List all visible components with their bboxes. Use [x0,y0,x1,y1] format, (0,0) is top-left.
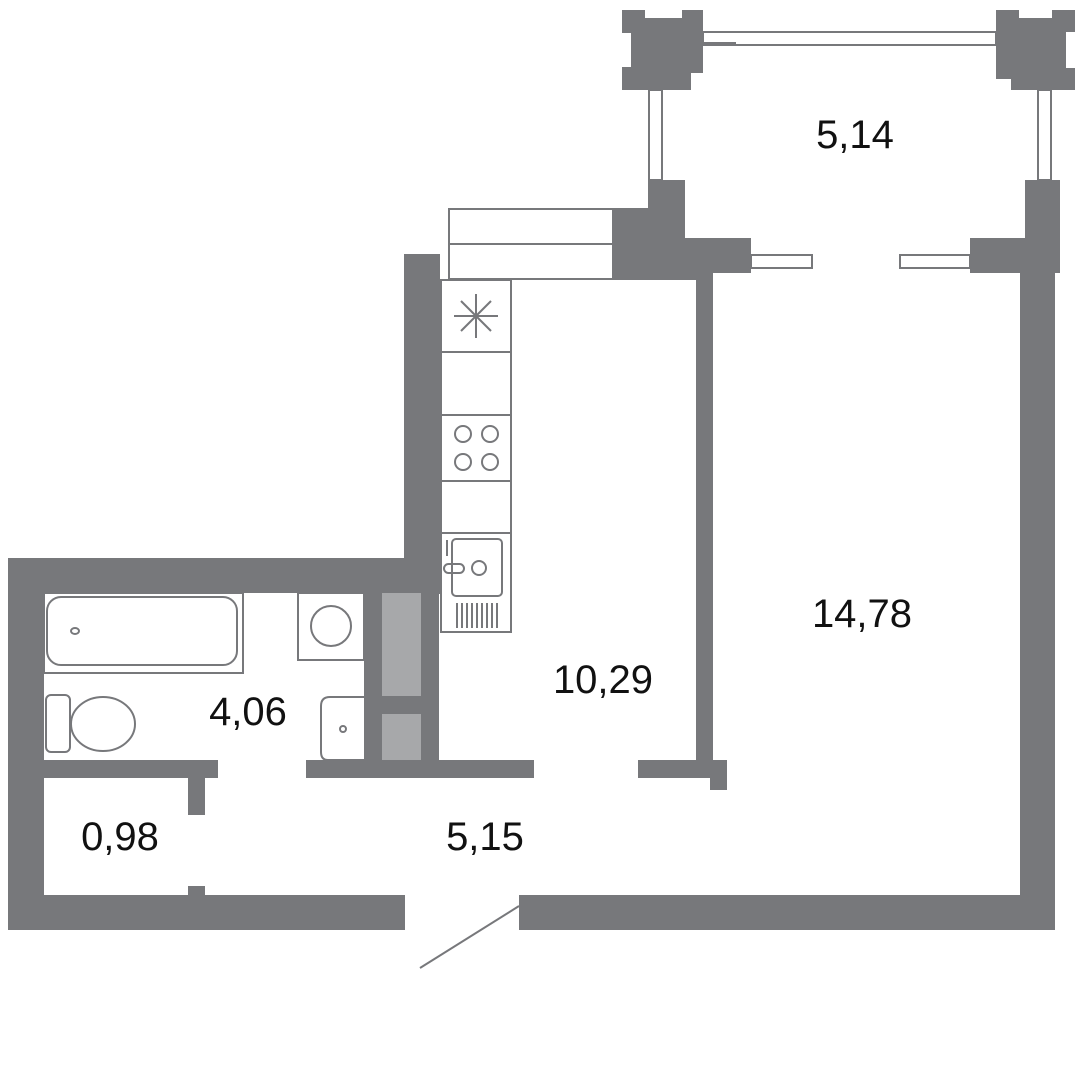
fridge-icon [454,294,498,338]
entrance-door[interactable] [419,905,520,969]
ventilation-shaft [382,714,421,760]
bathroom-area-label: 4,06 [209,690,287,734]
bathtub-icon [43,592,244,674]
washbasin-icon [320,696,364,761]
kitchen-sink-icon [443,538,503,628]
balcony-window-right [1037,89,1052,181]
ventilation-shaft [382,593,421,696]
living-room-area-label: 14,78 [812,592,912,636]
kitchen-counter [440,279,512,633]
storage-area-label: 0,98 [81,815,159,859]
balcony-door-right [899,254,971,269]
walls [8,10,1075,930]
balcony-window-top [702,31,997,46]
toilet-icon [45,694,136,753]
stove-icon [454,425,499,471]
balcony-window-left [648,89,663,181]
balcony-area-label: 5,14 [816,113,894,157]
hallway-area-label: 5,15 [446,815,524,859]
balcony-pillar-left [622,10,703,90]
balcony-door-left [750,254,813,269]
kitchen-area-label: 10,29 [553,658,653,702]
balcony-pillar-right [996,10,1075,90]
wardrobe [448,208,614,280]
washing-machine-icon [297,592,365,661]
